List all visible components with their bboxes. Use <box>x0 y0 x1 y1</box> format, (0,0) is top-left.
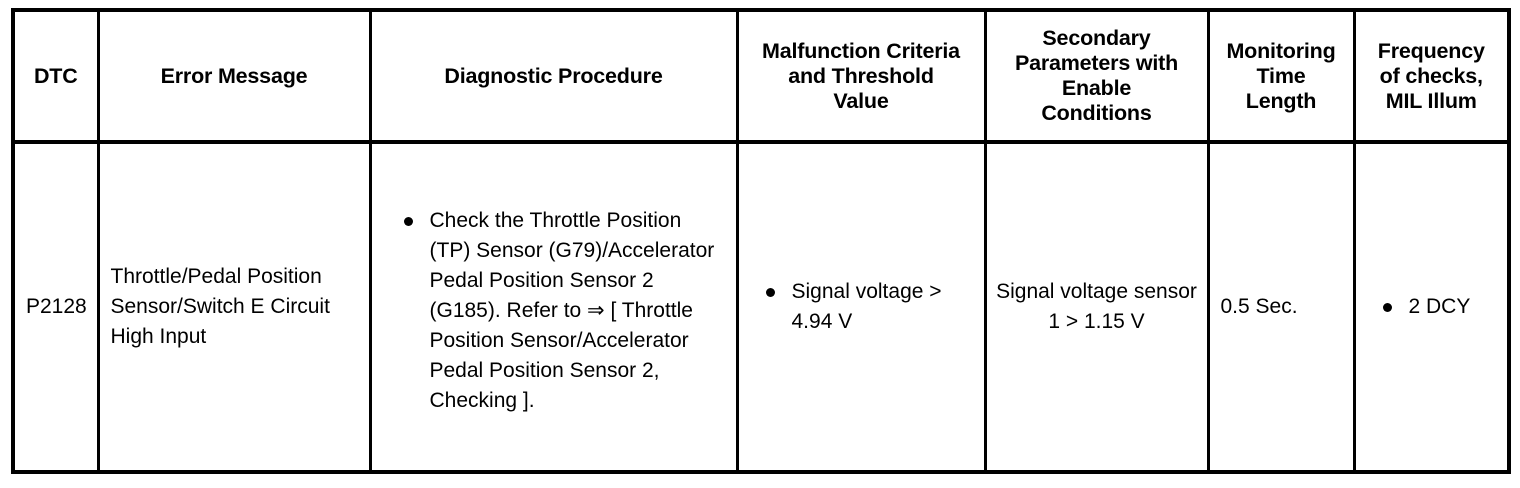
malfunction-bullet-text: Signal voltage > 4.94 V <box>791 280 942 333</box>
diagnostic-bullet-text: Check the Throttle Position (TP) Sensor … <box>429 209 715 412</box>
column-header-error-message-line-1: Error Message <box>160 63 308 88</box>
cell-monitoring-time: 0.5 Sec. <box>1206 142 1356 472</box>
column-header-malfunction-line-3: Value <box>833 88 889 113</box>
column-header-malfunction-line-1: Malfunction Criteria <box>762 38 960 63</box>
cell-malfunction-criteria: Signal voltage > 4.94 V <box>735 142 987 472</box>
column-header-secondary-line-3: Enable <box>1061 76 1132 100</box>
column-header-monitoring-line-3: Length <box>1245 88 1317 113</box>
cell-dtc-code: P2128 <box>13 142 100 472</box>
column-header-diagnostic-procedure: Diagnostic Procedure <box>368 10 739 144</box>
table-body: P2128 Throttle/Pedal Position Sensor/Swi… <box>13 142 1509 472</box>
malfunction-criteria-content: Signal voltage > 4.94 V <box>739 277 984 337</box>
secondary-parameters-value: Signal voltage sensor 1 > 1.15 V <box>996 280 1197 333</box>
malfunction-bullet-list: Signal voltage > 4.94 V <box>747 277 976 337</box>
column-header-secondary-parameters: Secondary Parameters with Enable Conditi… <box>983 10 1210 144</box>
column-header-monitoring-line-2: Time <box>1256 63 1306 88</box>
diagnostic-bullet-list: Check the Throttle Position (TP) Sensor … <box>380 206 728 416</box>
column-header-frequency-line-2: of checks, <box>1379 63 1483 88</box>
frequency-checks-content: 2 DCY <box>1356 292 1508 322</box>
column-header-monitoring-time: Monitoring Time Length <box>1206 10 1356 144</box>
cell-secondary-parameters: Signal voltage sensor 1 > 1.15 V <box>983 142 1210 472</box>
monitoring-time-value: 0.5 Sec. <box>1220 295 1298 318</box>
column-header-malfunction-line-2: and Threshold <box>788 63 934 88</box>
column-header-dtc-line-1: DTC <box>33 63 78 88</box>
bullet-icon <box>403 217 413 226</box>
error-message-value: Throttle/Pedal Position Sensor/Switch E … <box>110 265 330 348</box>
column-header-diagnostic-procedure-line-1: Diagnostic Procedure <box>444 63 663 88</box>
cell-error-message: Throttle/Pedal Position Sensor/Switch E … <box>96 142 372 472</box>
column-header-monitoring-line-1: Monitoring <box>1226 38 1336 63</box>
column-header-frequency-line-3: MIL Illum <box>1385 88 1477 113</box>
dtc-code-value: P2128 <box>26 295 87 318</box>
frequency-bullet-list: 2 DCY <box>1364 292 1500 322</box>
dtc-diagnostics-table: DTC Error Message Diagnostic Procedure M… <box>11 8 1511 474</box>
column-header-frequency: Frequency of checks, MIL Illum <box>1352 10 1509 144</box>
column-header-secondary-line-1: Secondary <box>1042 26 1151 50</box>
column-header-secondary-line-4: Conditions <box>1041 101 1152 125</box>
header-row: DTC Error Message Diagnostic Procedure M… <box>13 10 1509 144</box>
column-header-error-message: Error Message <box>96 10 372 144</box>
bullet-icon <box>765 288 775 297</box>
column-header-malfunction-criteria: Malfunction Criteria and Threshold Value <box>735 10 987 144</box>
table-row: P2128 Throttle/Pedal Position Sensor/Swi… <box>13 142 1509 472</box>
cell-diagnostic-procedure: Check the Throttle Position (TP) Sensor … <box>368 142 739 472</box>
column-header-frequency-line-1: Frequency <box>1377 38 1485 63</box>
list-item: Check the Throttle Position (TP) Sensor … <box>398 206 728 416</box>
diagnostic-procedure-content: Check the Throttle Position (TP) Sensor … <box>372 198 736 416</box>
cell-frequency-checks: 2 DCY <box>1352 142 1509 472</box>
column-header-secondary-line-2: Parameters with <box>1014 51 1179 75</box>
table-header: DTC Error Message Diagnostic Procedure M… <box>13 10 1509 144</box>
column-header-dtc: DTC <box>13 10 100 144</box>
list-item: Signal voltage > 4.94 V <box>760 277 976 337</box>
dtc-table-container: DTC Error Message Diagnostic Procedure M… <box>11 8 1511 474</box>
frequency-bullet-text: 2 DCY <box>1408 295 1471 318</box>
bullet-icon <box>1382 303 1392 312</box>
list-item: 2 DCY <box>1377 292 1500 322</box>
